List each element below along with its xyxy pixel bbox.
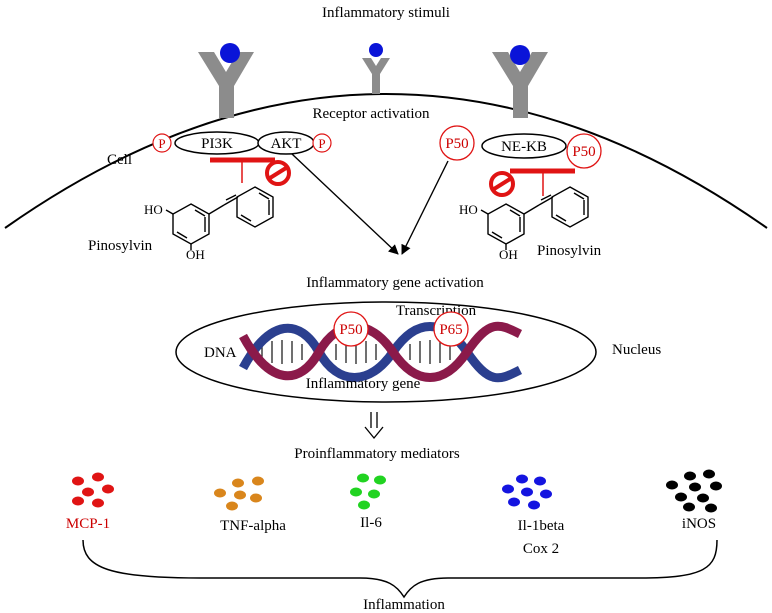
- title: Inflammatory stimuli: [322, 5, 450, 21]
- nfkb-label: NE-KB: [501, 139, 547, 155]
- akt-label: AKT: [271, 136, 302, 152]
- phospho-label-left: P: [158, 136, 165, 151]
- p65-badge-dna: [433, 311, 469, 347]
- dna-helix: [239, 321, 523, 383]
- inflammatory-gene-label: Inflammatory gene: [306, 376, 421, 392]
- ligand-middle: [369, 43, 383, 57]
- transcription-label: Transcription: [396, 303, 477, 319]
- p50-badge-right: [566, 133, 602, 169]
- pinosylvin-label-left: Pinosylvin: [88, 238, 153, 254]
- inhibition-bar-left: [210, 157, 275, 183]
- inhibition-bar-right: [510, 168, 575, 196]
- tnf-label: TNF-alpha: [220, 518, 286, 534]
- receptor-activation-label: Receptor activation: [312, 106, 430, 122]
- receptor-left: [198, 43, 254, 118]
- phospho-badge-right: [312, 133, 332, 153]
- pi3k-label: PI3K: [201, 136, 233, 152]
- receptor-right: [492, 45, 548, 118]
- ligand-right: [510, 45, 530, 65]
- pinosylvin-label-right: Pinosylvin: [537, 243, 602, 259]
- no-entry-icon: [265, 160, 291, 186]
- gene-activation-label: Inflammatory gene activation: [306, 275, 484, 291]
- inflammation-label: Inflammation: [363, 597, 445, 613]
- ho-label-right: HO: [459, 202, 478, 217]
- oh-label-left: OH: [186, 247, 205, 262]
- il6-label: Il-6: [360, 515, 382, 531]
- double-down-arrow-icon: [364, 412, 384, 440]
- arrow-from-akt: [291, 153, 399, 255]
- summary-brace: [82, 539, 718, 599]
- no-entry-icon: [489, 171, 515, 197]
- nucleus-label: Nucleus: [612, 342, 661, 358]
- p50-badge-dna: [333, 311, 369, 347]
- tnf-dots: [214, 476, 264, 511]
- ho-label-left: HO: [144, 202, 163, 217]
- cell-membrane: [4, 93, 768, 229]
- oh-label-right: OH: [499, 247, 518, 262]
- ligand-left: [220, 43, 240, 63]
- pinosylvin-structure-left: [165, 186, 274, 250]
- il6-dots: [350, 473, 386, 510]
- p50-label-right: P50: [572, 144, 595, 160]
- p65-label-dna: P65: [439, 322, 462, 338]
- cox2-label: Cox 2: [523, 541, 559, 557]
- mcp1-dots: [72, 472, 114, 508]
- pinosylvin-structure-right: [480, 186, 589, 250]
- inos-dots: [666, 469, 722, 513]
- phospho-label-right: P: [318, 136, 325, 151]
- dna-label: DNA: [204, 345, 237, 361]
- p50-badge-left: [439, 125, 475, 161]
- il1-label: Il-1beta: [518, 518, 565, 534]
- nfkb-node: [481, 133, 567, 159]
- p50-label-dna: P50: [339, 322, 362, 338]
- mcp1-label: MCP-1: [66, 516, 110, 532]
- cell-label: Cell: [107, 152, 132, 168]
- phospho-badge-left: [152, 133, 172, 153]
- receptor-middle: [362, 43, 390, 94]
- arrow-from-p50: [401, 160, 449, 255]
- proinflammatory-label: Proinflammatory mediators: [294, 446, 460, 462]
- nucleus-ellipse: [175, 301, 597, 403]
- il1-dots: [502, 474, 552, 510]
- inos-label: iNOS: [682, 516, 716, 532]
- p50-label-left: P50: [445, 136, 468, 152]
